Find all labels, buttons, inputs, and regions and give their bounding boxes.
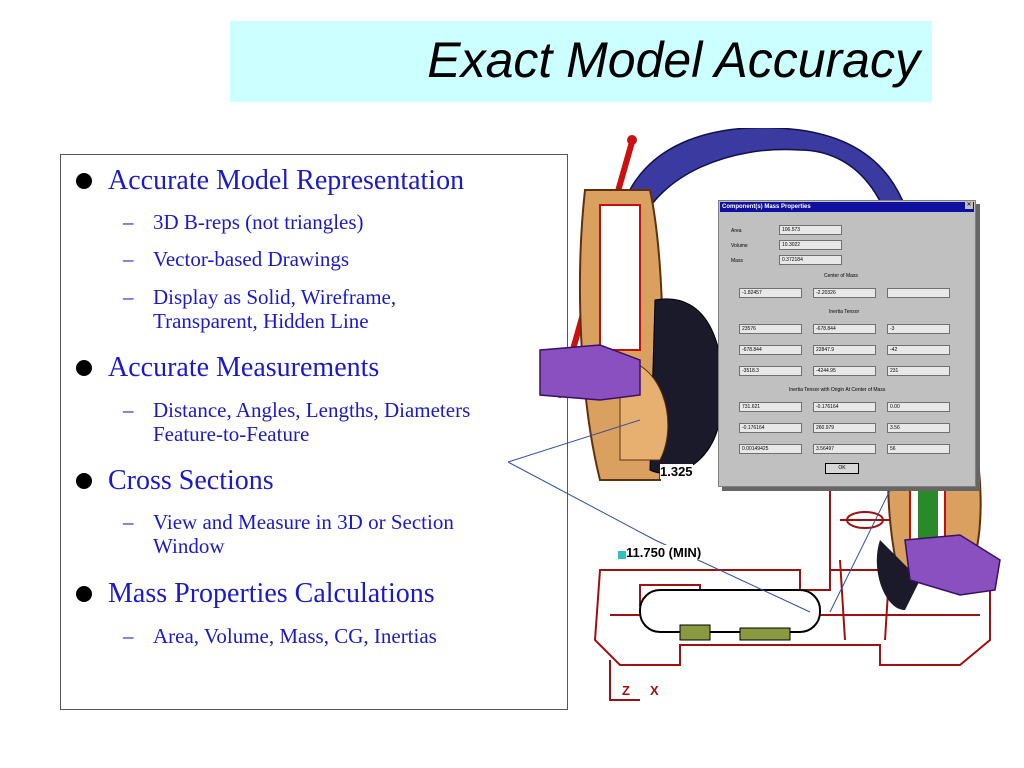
inertia-cm-field[interactable]: 56 [887,444,950,454]
bullet-dot-icon [76,586,92,602]
bullet-dot-icon [76,173,92,189]
inertia-cm-field[interactable]: 260.979 [813,423,876,433]
inertia-field[interactable]: -3 [887,324,950,334]
inertia-field[interactable]: 23576 [739,324,802,334]
bullet-dot-icon [76,360,92,376]
area-label: Area [731,228,742,234]
dialog-title: Component(s) Mass Properties [720,202,974,212]
slide-title: Exact Model Accuracy [427,32,920,88]
mass-label: Mass [731,258,743,264]
mass-properties-dialog: Component(s) Mass Properties ✕ Area 106.… [718,200,976,487]
inertia-field[interactable]: -3518.3 [739,366,802,376]
inertia-cm-heading: Inertia Tensor with Origin At Center of … [789,387,886,393]
inertia-cm-field[interactable]: 731.621 [739,402,802,412]
inertia-field[interactable]: 231 [887,366,950,376]
inertia-field[interactable]: -678.844 [813,324,876,334]
inertia-field[interactable]: 22847.9 [813,345,876,355]
axis-label-z: Z [622,683,630,698]
inertia-field[interactable]: -678.844 [739,345,802,355]
inertia-cm-field[interactable]: 3.56 [887,423,950,433]
inertia-cm-field[interactable]: -0.176164 [739,423,802,433]
inertia-cm-field[interactable]: 0.00149425 [739,444,802,454]
cm-y-field[interactable]: -2.20326 [813,288,876,298]
inertia-field[interactable]: -4244.95 [813,366,876,376]
bullet-dot-icon [76,473,92,489]
volume-label: Volume [731,243,748,249]
mass-field[interactable]: 0.372184 [779,255,842,265]
inertia-tensor-heading: Inertia Tensor [829,309,860,315]
close-icon[interactable]: ✕ [965,202,973,209]
center-of-mass-heading: Center of Mass [824,273,858,279]
axis-label-x: X [650,683,659,698]
bullet-panel: Accurate Model Representation –3D B-reps… [60,154,568,710]
inertia-field[interactable]: -42 [887,345,950,355]
ok-button[interactable]: OK [825,463,859,474]
area-field[interactable]: 106.573 [779,225,842,235]
inertia-cm-field[interactable]: 3.56497 [813,444,876,454]
cm-x-field[interactable]: -1.82457 [739,288,802,298]
cm-z-field[interactable] [887,288,950,298]
inertia-cm-field[interactable]: 0.00 [887,402,950,412]
inertia-cm-field[interactable]: -0.176164 [813,402,876,412]
dimension-label: 11.750 (MIN) [626,545,702,560]
volume-field[interactable]: 10.3022 [779,240,842,250]
dimension-label: 1.325 [660,464,693,479]
title-banner: Exact Model Accuracy [230,21,932,102]
